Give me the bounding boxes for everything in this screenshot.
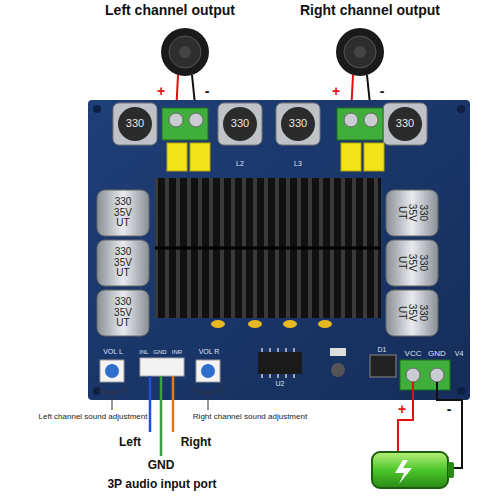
diode bbox=[370, 355, 396, 377]
pcb-board bbox=[88, 100, 470, 400]
mounting-hole bbox=[93, 105, 465, 395]
pin-label: GND bbox=[151, 349, 169, 355]
capacitor-marking: 330 35V UT bbox=[396, 196, 428, 230]
output-title: Left channel output bbox=[80, 3, 260, 18]
capacitor-marking: 330 35V UT bbox=[106, 297, 140, 329]
heatsink bbox=[155, 178, 381, 318]
ic-pin bbox=[262, 348, 294, 378]
speaker-symbol bbox=[161, 28, 384, 76]
adjustment-label: Left channel sound adjustment bbox=[18, 413, 168, 421]
battery bbox=[372, 452, 454, 488]
polarity-sign: + bbox=[329, 84, 343, 99]
small-capacitor bbox=[331, 363, 345, 377]
inductor-value: 330 bbox=[387, 118, 423, 130]
input-connector bbox=[140, 358, 184, 376]
inductor-value: 330 bbox=[280, 118, 316, 130]
capacitor-marking: 330 35V UT bbox=[396, 296, 428, 330]
pin-label: VCC bbox=[402, 350, 424, 358]
wire-label: Left bbox=[112, 436, 148, 449]
power-terminal bbox=[400, 360, 450, 390]
polarity-sign: - bbox=[442, 402, 456, 417]
film-capacitor bbox=[167, 143, 384, 171]
capacitor-marking: 330 35V UT bbox=[396, 246, 428, 280]
small-component bbox=[211, 320, 332, 328]
wire-label: GND bbox=[143, 459, 179, 472]
electrolytic-capacitor bbox=[97, 190, 438, 336]
ic-chip bbox=[258, 352, 302, 374]
terminal-block bbox=[162, 108, 383, 140]
heatsink-groove bbox=[155, 247, 381, 250]
polarity-sign: - bbox=[375, 84, 389, 99]
port-label: 3P audio input port bbox=[62, 478, 262, 491]
silkscreen-label: L3 bbox=[288, 160, 308, 167]
pin-label: INR bbox=[169, 349, 185, 355]
inductor-value: 330 bbox=[117, 118, 153, 130]
polarity-sign: + bbox=[154, 84, 168, 99]
input-wire bbox=[150, 376, 173, 456]
silkscreen-label: VOL L bbox=[98, 348, 128, 355]
capacitor-marking: 330 35V UT bbox=[106, 197, 140, 229]
polarity-sign: - bbox=[200, 84, 214, 99]
inductor-value: 330 bbox=[222, 118, 258, 130]
silkscreen-label: L2 bbox=[230, 160, 250, 167]
silkscreen-label: V4 bbox=[450, 350, 468, 357]
inductor bbox=[113, 103, 427, 145]
adjustment-label: Right channel sound adjustment bbox=[170, 413, 330, 421]
resistor bbox=[330, 348, 346, 356]
silkscreen-label: D1 bbox=[372, 346, 392, 353]
silkscreen-label: VOL R bbox=[194, 348, 224, 355]
wire-label: Right bbox=[176, 436, 216, 449]
polarity-sign: + bbox=[395, 402, 409, 417]
capacitor-marking: 330 35V UT bbox=[106, 247, 140, 279]
silkscreen-label: U2 bbox=[270, 380, 290, 387]
output-title: Right channel output bbox=[280, 3, 460, 18]
pin-label: INL bbox=[136, 349, 152, 355]
pin-label: GND bbox=[426, 350, 448, 358]
